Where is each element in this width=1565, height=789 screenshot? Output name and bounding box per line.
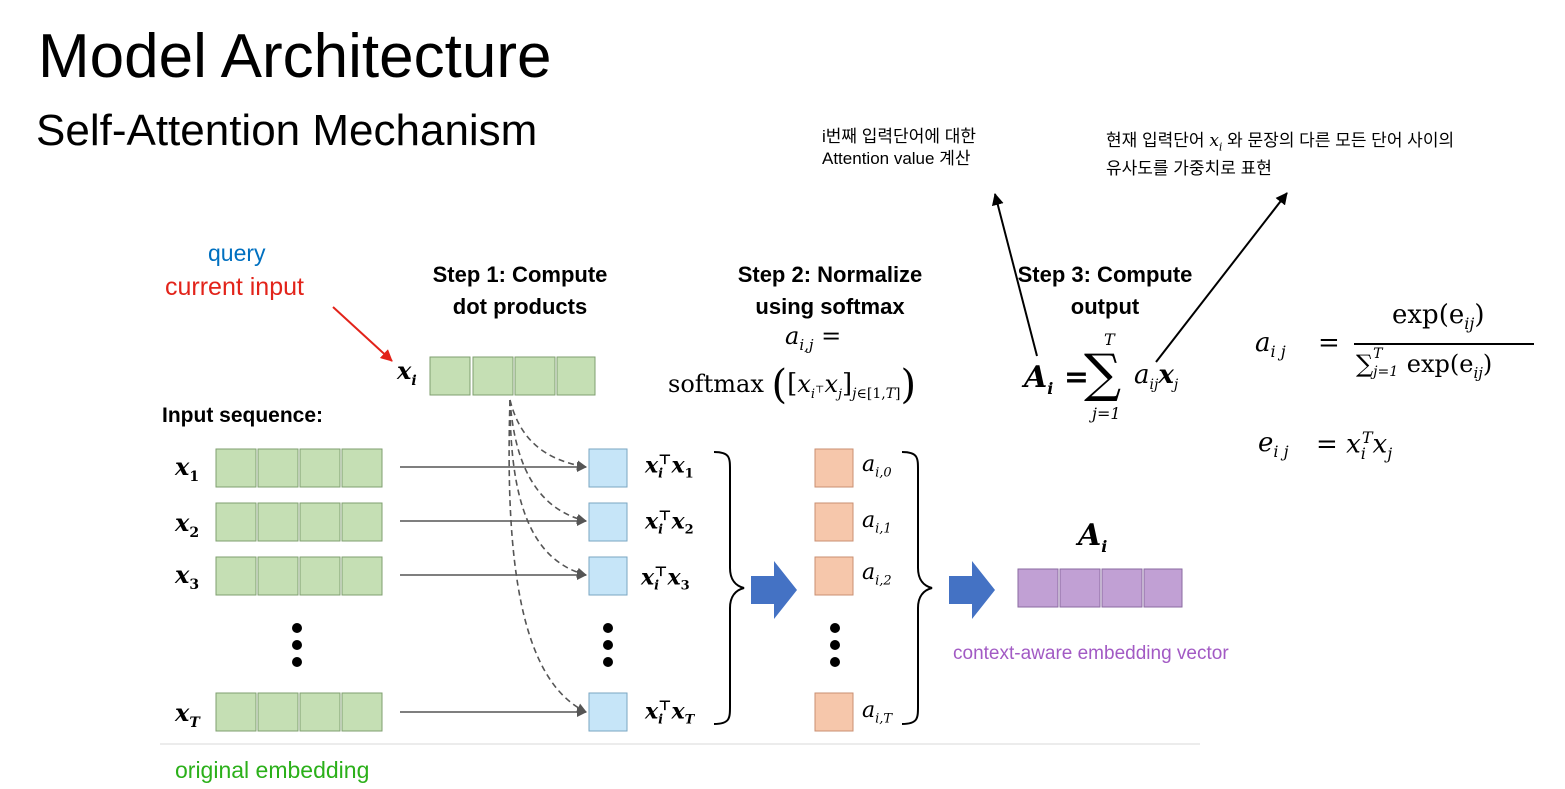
aij-numerator: exp(eij) — [1392, 300, 1485, 334]
sum-upper-limit: T — [1104, 330, 1115, 349]
input-row-2 — [215, 502, 383, 542]
ellipsis-dots — [292, 623, 840, 667]
eij-lhs: ei j — [1258, 428, 1289, 462]
query-dashed-arrows — [508, 399, 587, 713]
output-formula-term: aijxj — [1134, 360, 1179, 394]
current-input-label: current input — [165, 273, 304, 301]
attention-annotation-arrow — [991, 193, 1038, 357]
context-aware-label: context-aware embedding vector — [953, 643, 1229, 664]
weight-label-t: ai,T — [862, 698, 893, 727]
current-input-arrow — [332, 306, 393, 362]
dot-product-label-2: xi⊤x2 — [645, 508, 694, 538]
attention-value-line2: Attention value 계산 — [822, 149, 971, 168]
input-sequence-label: Input sequence: — [162, 404, 324, 427]
dot-product-label-t: xi⊤xT — [645, 698, 695, 728]
similarity-line2: 유사도를 가중치로 표현 — [1106, 159, 1272, 179]
aij-fraction-bar — [1354, 343, 1534, 345]
input-row-t — [215, 692, 383, 732]
block-arrow-1 — [751, 561, 797, 619]
page-subtitle: Self-Attention Mechanism — [36, 106, 538, 155]
weight-label-2: ai,2 — [862, 560, 892, 589]
input-label-3: x3 — [175, 560, 200, 593]
weight-label-1: ai,1 — [862, 508, 892, 537]
output-vector-label: Ai — [1078, 518, 1108, 556]
aij-equals: = — [1318, 328, 1340, 358]
input-label-2: x2 — [175, 508, 200, 541]
aij-lhs: ai j — [1255, 328, 1286, 362]
original-embedding-label: original embedding — [175, 757, 370, 783]
softmax-formula-rhs: softmax ([xi⊤xj]j∈[1,T]) — [668, 362, 917, 408]
brace-1 — [713, 451, 745, 725]
query-vector — [429, 356, 596, 396]
weight-cells — [814, 448, 854, 732]
similarity-annotation-arrow — [1155, 192, 1288, 363]
input-row-3 — [215, 556, 383, 596]
output-formula-lhs: Ai = — [1024, 360, 1089, 398]
attention-value-line1: i번째 입력단어에 대한 — [822, 127, 976, 146]
input-arrows — [400, 462, 587, 717]
weight-label-0: ai,0 — [862, 452, 892, 481]
similarity-annotation: 현재 입력단어 xi 와 문장의 다른 모든 단어 사이의 유사도를 가중치로 … — [1106, 130, 1454, 180]
input-label-t: xT — [175, 698, 200, 731]
query-vector-label: xi — [397, 356, 417, 389]
dot-product-cells — [588, 448, 628, 732]
similarity-line1: 현재 입력단어 xi 와 문장의 다른 모든 단어 사이의 — [1106, 131, 1455, 154]
dot-product-label-1: xi⊤x1 — [645, 452, 694, 482]
brace-2 — [901, 451, 933, 725]
input-row-1 — [215, 448, 383, 488]
output-vector — [1017, 568, 1183, 608]
page-title: Model Architecture — [38, 22, 552, 91]
eij-rhs: = xiTxj — [1316, 428, 1393, 463]
softmax-formula-lhs: ai,j = — [785, 322, 842, 354]
sum-lower-limit: j=1 — [1092, 404, 1121, 423]
input-label-1: x1 — [175, 452, 200, 485]
query-label: query — [208, 240, 266, 266]
block-arrow-2 — [949, 561, 995, 619]
attention-value-annotation: i번째 입력단어에 대한 Attention value 계산 — [822, 126, 976, 170]
dot-product-label-3: xi⊤x3 — [641, 564, 690, 594]
sum-symbol: ∑ — [1084, 344, 1122, 404]
